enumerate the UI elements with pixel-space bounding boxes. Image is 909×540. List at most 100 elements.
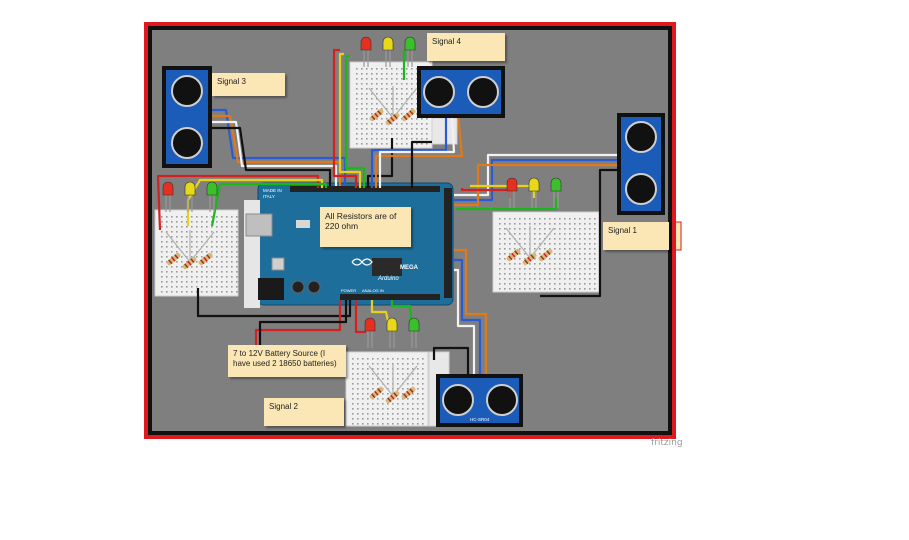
breadboard-hole — [382, 423, 384, 425]
breadboard-hole — [176, 286, 178, 288]
breadboard-hole — [216, 291, 218, 293]
breadboard-hole — [201, 226, 203, 228]
breadboard-hole — [366, 113, 368, 115]
breadboard-hole — [554, 238, 556, 240]
breadboard-hole — [371, 83, 373, 85]
breadboard-hole — [594, 238, 596, 240]
breadboard-hole — [386, 143, 388, 145]
breadboard-hole — [499, 263, 501, 265]
breadboard-hole — [372, 423, 374, 425]
breadboard-hole — [361, 123, 363, 125]
breadboard-hole — [412, 393, 414, 395]
breadboard-hole — [397, 358, 399, 360]
breadboard-hole — [559, 278, 561, 280]
breadboard-hole — [554, 248, 556, 250]
breadboard-hole — [549, 258, 551, 260]
wire-black-right — [540, 168, 620, 298]
breadboard-hole — [387, 408, 389, 410]
led — [382, 36, 394, 51]
breadboard-hole — [549, 243, 551, 245]
breadboard-hole — [407, 408, 409, 410]
breadboard-hole — [196, 246, 198, 248]
breadboard-hole — [499, 288, 501, 290]
breadboard-hole — [397, 373, 399, 375]
breadboard-hole — [386, 68, 388, 70]
breadboard-hole — [181, 226, 183, 228]
breadboard-hole — [221, 261, 223, 263]
breadboard-hole — [166, 281, 168, 283]
breadboard-hole — [412, 383, 414, 385]
breadboard-hole — [514, 218, 516, 220]
breadboard-hole — [166, 286, 168, 288]
breadboard-hole — [402, 373, 404, 375]
breadboard-hole — [376, 73, 378, 75]
breadboard-hole — [559, 228, 561, 230]
breadboard-hole — [509, 288, 511, 290]
breadboard-hole — [191, 266, 193, 268]
breadboard-hole — [216, 261, 218, 263]
breadboard-hole — [216, 216, 218, 218]
breadboard-hole — [181, 221, 183, 223]
breadboard-hole — [211, 236, 213, 238]
resistor-band — [403, 393, 408, 399]
breadboard-hole — [392, 408, 394, 410]
breadboard-hole — [589, 248, 591, 250]
breadboard-hole — [372, 383, 374, 385]
breadboard-hole — [391, 93, 393, 95]
breadboard-hole — [499, 248, 501, 250]
breadboard-hole — [226, 216, 228, 218]
breadboard-hole — [372, 368, 374, 370]
breadboard-hole — [186, 246, 188, 248]
breadboard-hole — [539, 273, 541, 275]
resistor-band — [403, 115, 408, 121]
led-groups — [162, 36, 562, 348]
wire-black-s3 — [208, 126, 332, 186]
breadboard-hole — [421, 133, 423, 135]
breadboard-hole — [191, 271, 193, 273]
breadboard-hole — [357, 413, 359, 415]
breadboard-hole — [376, 138, 378, 140]
breadboard-hole — [211, 231, 213, 233]
breadboard-hole — [357, 388, 359, 390]
breadboard-hole — [211, 251, 213, 253]
breadboard-hole — [584, 233, 586, 235]
breadboard-hole — [401, 113, 403, 115]
breadboard-hole — [386, 108, 388, 110]
breadboard-hole — [514, 263, 516, 265]
breadboard-hole — [381, 88, 383, 90]
resistor-band — [393, 114, 398, 120]
breadboard-hole — [417, 368, 419, 370]
board-made-in-label: MADE IN — [263, 188, 282, 193]
breadboard-hole — [231, 276, 233, 278]
arduino-logo — [351, 258, 373, 266]
breadboard-hole — [519, 253, 521, 255]
breadboard-hole — [579, 288, 581, 290]
resistor-band — [406, 112, 411, 118]
board-power-label: POWER — [341, 288, 356, 293]
breadboard-hole — [519, 228, 521, 230]
breadboard-hole — [386, 78, 388, 80]
breadboard-hole — [377, 363, 379, 365]
breadboard-hole — [421, 143, 423, 145]
note-resistors: All Resistors are of 220 ohm — [320, 207, 411, 247]
breadboard-hole — [226, 266, 228, 268]
breadboard-hole — [401, 68, 403, 70]
wire-orange-top — [374, 114, 464, 188]
breadboard-hole — [412, 423, 414, 425]
breadboard-hole — [386, 88, 388, 90]
breadboard-hole — [367, 398, 369, 400]
breadboard-hole — [221, 231, 223, 233]
breadboard-hole — [191, 276, 193, 278]
breadboard-hole — [352, 373, 354, 375]
breadboard-hole — [396, 133, 398, 135]
breadboard-hole — [499, 273, 501, 275]
breadboard-hole — [417, 383, 419, 385]
resistor-band — [374, 390, 379, 396]
breadboard-hole — [176, 291, 178, 293]
breadboard-hole — [411, 103, 413, 105]
breadboard-hole — [544, 278, 546, 280]
breadboard-hole — [391, 88, 393, 90]
breadboard-hole — [377, 403, 379, 405]
resistor-lead — [368, 365, 394, 397]
wire-green-top — [344, 54, 366, 188]
